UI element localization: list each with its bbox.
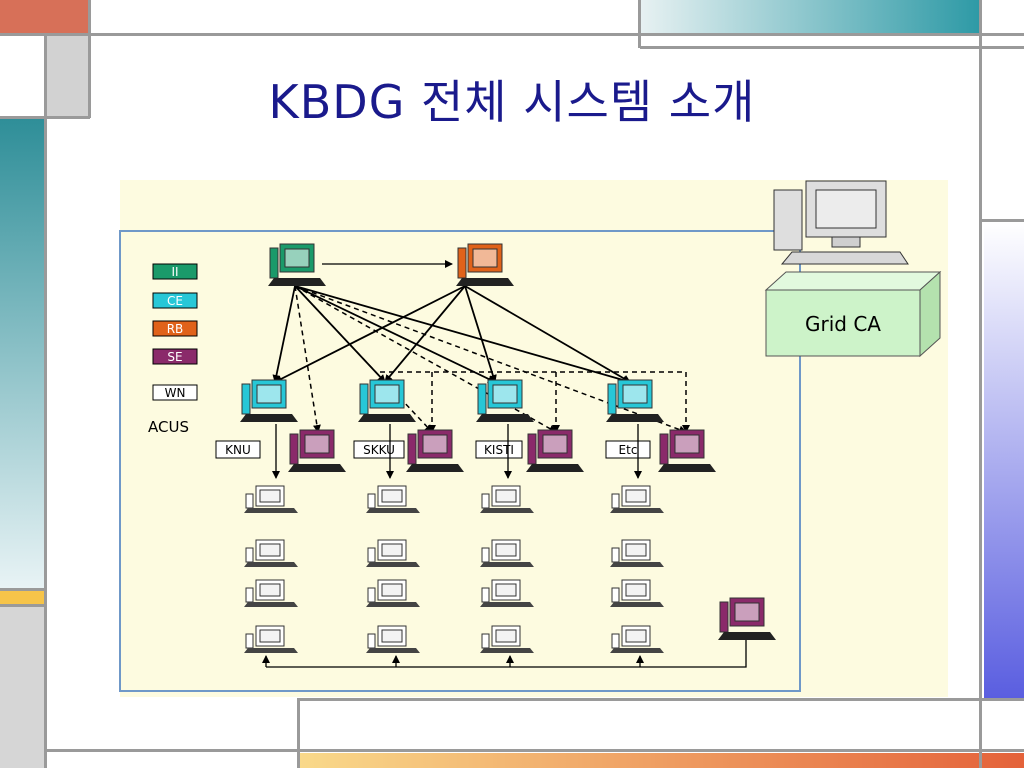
legend-swatch-ii xyxy=(152,263,198,280)
site-label-skku: SKKU xyxy=(363,443,395,457)
frame-line xyxy=(0,588,46,591)
legend-label-rb: RB xyxy=(167,322,184,336)
grid-ca-label: Grid CA xyxy=(805,312,881,336)
frame-line xyxy=(297,698,300,768)
frame-line xyxy=(979,0,982,768)
legend-label-ce: CE xyxy=(167,294,183,308)
bottom-orange-bar xyxy=(300,753,1024,768)
legend-label-acus: ACUS xyxy=(148,418,189,436)
bottom-bus xyxy=(262,640,747,668)
ii-to-se-dashed-arrows xyxy=(294,285,690,434)
site-label-knu: KNU xyxy=(225,443,251,457)
legend-swatch-rb xyxy=(152,320,198,337)
grid-ca-computer xyxy=(773,180,909,265)
legend-swatch-ce xyxy=(152,292,198,309)
frame-line xyxy=(88,0,91,118)
frame-line xyxy=(0,604,46,607)
frame-line xyxy=(44,36,47,768)
legend-label-wn: WN xyxy=(165,386,186,400)
slide-title: KBDG 전체 시스템 소개 xyxy=(268,75,756,129)
corner-block-red xyxy=(0,0,88,33)
legend-label-se: SE xyxy=(167,350,182,364)
ce-to-wn-arrows xyxy=(272,424,642,479)
legend-swatch-se xyxy=(152,348,198,365)
grid-ca-box: Grid CA xyxy=(764,270,942,358)
left-yellow-bar xyxy=(0,590,44,604)
site-label-etc: Etc xyxy=(619,443,638,457)
network-panel xyxy=(119,230,801,692)
frame-line xyxy=(638,0,641,48)
frame-line xyxy=(298,698,1024,701)
corner-block-gray xyxy=(46,36,90,116)
site-label-kisti: KISTI xyxy=(484,443,514,457)
left-teal-bar xyxy=(0,118,44,588)
rb-to-ce-arrows xyxy=(274,285,631,383)
frame-line xyxy=(0,33,1024,36)
frame-line xyxy=(44,749,1024,752)
frame-line xyxy=(982,219,1024,222)
left-gray-bar xyxy=(0,606,44,768)
legend-swatch-wn xyxy=(152,384,198,401)
legend-label-ii: II xyxy=(171,265,178,279)
right-blue-bar xyxy=(984,222,1024,698)
top-teal-block xyxy=(641,0,979,33)
legend: II CE RB SE WN ACUS xyxy=(148,263,198,436)
site-labels: KNU SKKU KISTI Etc xyxy=(215,440,651,459)
frame-line xyxy=(640,46,1024,49)
